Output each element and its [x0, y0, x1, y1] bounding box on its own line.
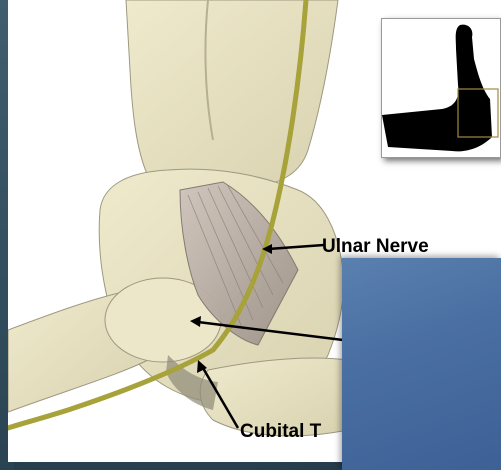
overlay-panel — [342, 258, 501, 470]
arm-location-inset — [381, 18, 501, 158]
cubital-tunnel-label: Cubital T — [240, 421, 321, 443]
arm-silhouette-icon — [382, 19, 500, 157]
ulnar-nerve-label: Ulnar Nerve — [322, 236, 429, 258]
humerus-bone — [126, 0, 338, 189]
